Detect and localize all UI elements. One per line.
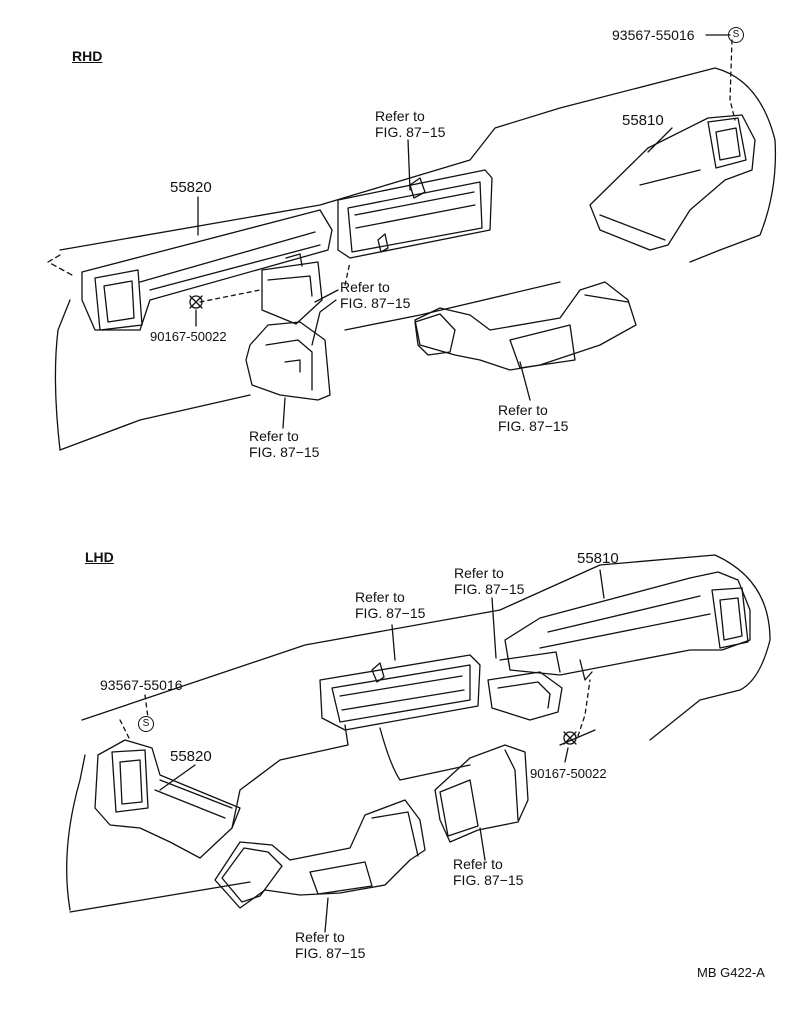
lhd-ref-center-register: Refer to FIG. 87−15 bbox=[355, 589, 425, 621]
lhd-part-55810-label: 55810 bbox=[577, 550, 619, 567]
rhd-screw-symbol: S bbox=[728, 27, 744, 43]
ref-line-2: FIG. 87−15 bbox=[454, 581, 525, 597]
ref-line-1: Refer to bbox=[355, 589, 405, 605]
rhd-dashboard-outline bbox=[47, 67, 777, 451]
ref-line-1: Refer to bbox=[498, 402, 548, 418]
rhd-ref-side-register: Refer to FIG. 87−15 bbox=[340, 279, 410, 311]
rhd-clip-90167-50022 bbox=[189, 289, 261, 309]
rhd-side-register bbox=[261, 253, 323, 325]
rhd-duct-55820 bbox=[81, 209, 333, 331]
rhd-leaders bbox=[195, 34, 736, 429]
lhd-ref-lower-right: Refer to FIG. 87−15 bbox=[453, 856, 523, 888]
ref-line-2: FIG. 87−15 bbox=[249, 444, 320, 460]
lhd-clip-part-number: 90167-50022 bbox=[530, 766, 607, 781]
lhd-duct-55820 bbox=[94, 739, 241, 859]
lhd-screw-part-number: 93567-55016 bbox=[100, 677, 183, 693]
lhd-part-55820-label: 55820 bbox=[170, 748, 212, 765]
rhd-screw-symbol-letter: S bbox=[732, 29, 740, 40]
rhd-lower-right-duct bbox=[414, 281, 637, 371]
ref-line-1: Refer to bbox=[340, 279, 390, 295]
ref-line-2: FIG. 87−15 bbox=[453, 872, 524, 888]
ref-line-1: Refer to bbox=[295, 929, 345, 945]
figure-code: MB G422-A bbox=[697, 965, 765, 980]
lhd-screw-symbol-letter: S bbox=[142, 718, 150, 729]
rhd-screw-part-number: 93567-55016 bbox=[612, 27, 695, 43]
lhd-lower-left-duct bbox=[214, 799, 426, 909]
lhd-side-register bbox=[487, 651, 563, 721]
rhd-duct-55810 bbox=[589, 114, 756, 251]
lhd-dashboard-outline bbox=[66, 554, 771, 913]
ref-line-1: Refer to bbox=[453, 856, 503, 872]
ref-line-1: Refer to bbox=[249, 428, 299, 444]
ref-line-2: FIG. 87−15 bbox=[295, 945, 366, 961]
lhd-ref-side-register: Refer to FIG. 87−15 bbox=[454, 565, 524, 597]
ref-line-2: FIG. 87−15 bbox=[340, 295, 411, 311]
ref-line-2: FIG. 87−15 bbox=[498, 418, 569, 434]
ref-line-1: Refer to bbox=[375, 108, 425, 124]
ref-line-1: Refer to bbox=[454, 565, 504, 581]
rhd-lower-left-duct bbox=[245, 321, 331, 401]
lhd-section-heading: LHD bbox=[85, 549, 114, 565]
lhd-screw-symbol: S bbox=[138, 716, 154, 732]
lhd-lower-right-duct bbox=[434, 744, 529, 843]
ref-line-2: FIG. 87−15 bbox=[355, 605, 426, 621]
lhd-leaders bbox=[144, 569, 605, 933]
rhd-ref-lower-right: Refer to FIG. 87−15 bbox=[498, 402, 568, 434]
rhd-section-heading: RHD bbox=[72, 48, 103, 64]
lhd-duct-55810 bbox=[504, 571, 751, 681]
lhd-ref-lower-left: Refer to FIG. 87−15 bbox=[295, 929, 365, 961]
rhd-ref-lower-left: Refer to FIG. 87−15 bbox=[249, 428, 319, 460]
ref-line-2: FIG. 87−15 bbox=[375, 124, 446, 140]
lhd-clip-90167-50022 bbox=[563, 679, 591, 745]
rhd-ref-center-register: Refer to FIG. 87−15 bbox=[375, 108, 445, 140]
rhd-center-register bbox=[337, 169, 493, 259]
rhd-clip-part-number: 90167-50022 bbox=[150, 329, 227, 344]
rhd-part-55820-label: 55820 bbox=[170, 179, 212, 196]
lhd-center-register bbox=[319, 654, 481, 731]
rhd-part-55810-label: 55810 bbox=[622, 112, 664, 129]
